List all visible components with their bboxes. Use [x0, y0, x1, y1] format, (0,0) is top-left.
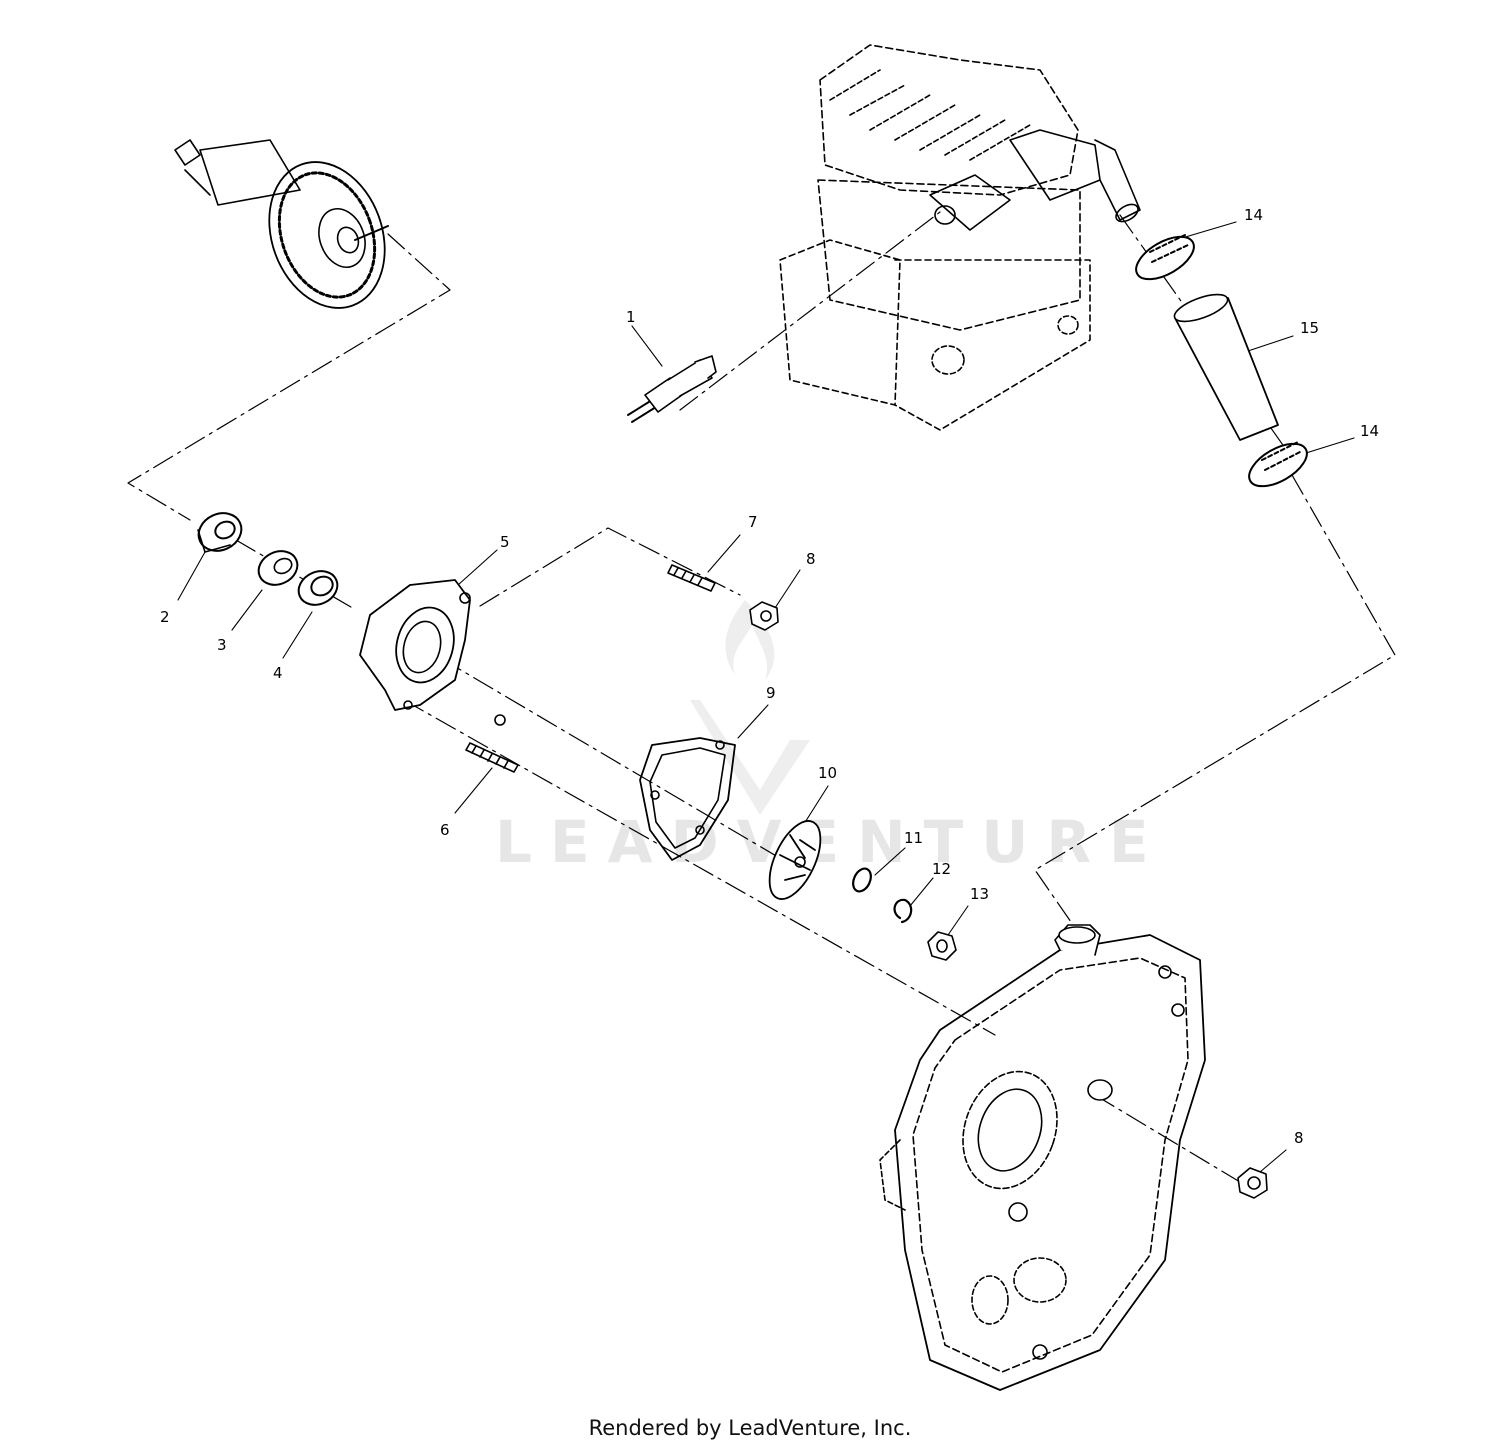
callout-14-bottom: 14	[1360, 422, 1379, 440]
callout-8-top: 8	[806, 550, 816, 568]
callout-1: 1	[626, 308, 636, 326]
callout-4: 4	[273, 664, 283, 682]
engine-cover	[879, 924, 1206, 1391]
gasket-part-9	[639, 737, 736, 861]
callout-8-bottom: 8	[1294, 1129, 1304, 1147]
flange-nut-part-8-bottom	[1237, 1167, 1268, 1199]
coolant-hose-part-15	[1173, 293, 1279, 441]
nut-part-13	[927, 931, 957, 961]
washer-part-11	[852, 867, 872, 893]
stud-part-6	[465, 742, 519, 773]
hose-clamp-part-14-bottom	[1248, 441, 1308, 488]
callout-13: 13	[970, 885, 989, 903]
cylinder-assembly	[779, 44, 1141, 431]
callout-10: 10	[818, 764, 837, 782]
impeller-part-10	[768, 820, 822, 900]
callout-3: 3	[217, 636, 227, 654]
callout-7: 7	[748, 513, 758, 531]
drive-gear-assembly	[174, 139, 389, 309]
callout-15: 15	[1300, 319, 1319, 337]
callout-9: 9	[766, 684, 776, 702]
clip-part-12	[893, 898, 913, 924]
temp-sender-part-1	[627, 355, 717, 423]
flange-nut-part-8-top	[749, 601, 779, 631]
callout-labels: 1 2 3 4 5 6 7 8 8 9 10 11 12 13 14 15 14	[160, 206, 1379, 1147]
watermark-text: LEADVENTURE	[495, 808, 1167, 876]
callout-12: 12	[932, 860, 951, 878]
callout-11: 11	[904, 829, 923, 847]
bearing-part-3	[257, 550, 299, 586]
callout-14-top: 14	[1244, 206, 1263, 224]
callout-2: 2	[160, 608, 170, 626]
leadventure-watermark: LEADVENTURE	[495, 600, 1167, 876]
oil-seal-part-4	[297, 570, 339, 606]
stud-part-7	[667, 564, 716, 592]
callout-6: 6	[440, 821, 450, 839]
bearing-part-2	[197, 512, 243, 553]
pump-housing-part-5	[359, 579, 506, 726]
callout-5: 5	[500, 533, 510, 551]
hose-clamp-part-14-top	[1135, 234, 1195, 281]
footer-credit: Rendered by LeadVenture, Inc.	[588, 1416, 912, 1440]
